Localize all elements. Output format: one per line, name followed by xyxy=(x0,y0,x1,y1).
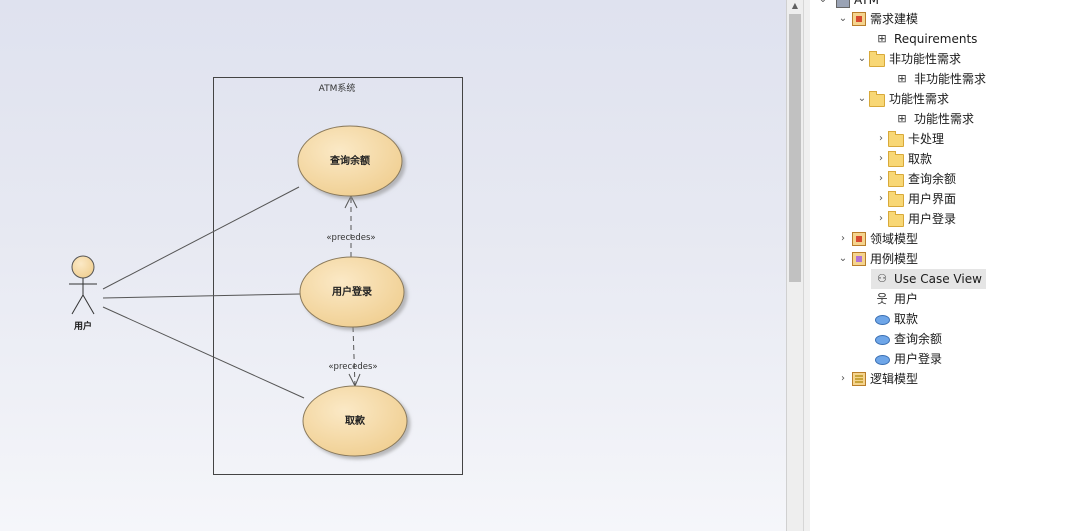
collapse-chevron-icon[interactable]: ⌄ xyxy=(857,93,867,104)
expand-chevron-icon[interactable]: › xyxy=(879,213,883,224)
tree-item-functional-diagram[interactable]: ⊞ 功能性需求 xyxy=(894,109,974,129)
diagram-vertical-scrollbar[interactable]: ▲ xyxy=(786,0,803,531)
usecase-icon xyxy=(874,331,890,347)
tree-item-label: 功能性需求 xyxy=(889,92,950,106)
tree-item-logic-model[interactable]: › 逻辑模型 xyxy=(836,369,918,389)
usecase-icon xyxy=(874,311,890,327)
expand-chevron-icon[interactable]: › xyxy=(879,173,883,184)
tree-item-withdraw-folder[interactable]: › 取款 xyxy=(874,149,932,169)
tree-item-label: 查询余额 xyxy=(894,332,943,346)
tree-item-actor-user[interactable]: 웃 用户 xyxy=(874,289,918,309)
model-root-icon xyxy=(834,0,850,8)
use-case-withdraw-label: 取款 xyxy=(345,414,366,427)
expand-chevron-icon[interactable]: ⌄ xyxy=(816,0,830,10)
folder-icon xyxy=(888,211,904,227)
system-boundary[interactable] xyxy=(213,77,463,475)
tree-item-usecase-withdraw[interactable]: 取款 xyxy=(874,309,918,329)
tree-item-label: 取款 xyxy=(894,312,919,326)
tree-item-nonfunctional-folder[interactable]: ⌄ 非功能性需求 xyxy=(855,49,961,69)
tree-item-label: 卡处理 xyxy=(908,132,945,146)
tree-item-label: Requirements xyxy=(894,32,978,46)
use-case-login-label: 用户登录 xyxy=(331,285,372,298)
tree-item-label: ATM xyxy=(854,0,879,7)
use-case-balance-label: 查询余额 xyxy=(329,154,370,167)
usecase-diagram-icon: ⚇ xyxy=(877,272,887,285)
association-balance[interactable] xyxy=(102,186,300,290)
folder-icon xyxy=(869,51,885,67)
tree-item-label: 查询余额 xyxy=(908,172,957,186)
tree-item-label: 取款 xyxy=(908,152,933,166)
scrollbar-thumb[interactable] xyxy=(789,14,801,282)
project-browser-tree: ⌄ ATM ⌄ 需求建模 ⊞ Requirements ⌄ 非功能性需求 ⊞ 非… xyxy=(810,0,1081,531)
collapse-chevron-icon[interactable]: ⌄ xyxy=(838,13,848,24)
dependency-label-top: «precedes» xyxy=(326,233,375,243)
association-login[interactable] xyxy=(102,293,301,299)
tree-item-requirements-model[interactable]: ⌄ 需求建模 xyxy=(836,9,918,29)
dependency-login-to-balance[interactable] xyxy=(344,194,358,257)
tree-item-balance-folder[interactable]: › 查询余额 xyxy=(874,169,956,189)
use-case-balance[interactable]: 查询余额 xyxy=(297,125,403,197)
tree-item-usecase-balance[interactable]: 查询余额 xyxy=(874,329,942,349)
collapse-chevron-icon[interactable]: ⌄ xyxy=(838,253,848,264)
tree-item-label: 用例模型 xyxy=(870,252,919,266)
tree-item-usecase-view[interactable]: ⚇ Use Case View xyxy=(871,269,986,289)
package-icon xyxy=(850,231,866,247)
tree-item-label: 非功能性需求 xyxy=(914,72,987,86)
usecase-icon xyxy=(874,351,890,367)
folder-icon xyxy=(869,91,885,107)
tree-item-usecase-model[interactable]: ⌄ 用例模型 xyxy=(836,249,918,269)
tree-item-nonfunctional-diagram[interactable]: ⊞ 非功能性需求 xyxy=(894,69,986,89)
requirement-diagram-icon: ⊞ xyxy=(897,112,907,125)
tree-item-label: 功能性需求 xyxy=(914,112,975,126)
use-case-login[interactable]: 用户登录 xyxy=(299,256,405,328)
tree-item-label: 用户界面 xyxy=(908,192,957,206)
diagram-canvas[interactable]: ATM系统 用户 «precedes» «precedes» xyxy=(0,0,786,531)
use-case-diagram: ATM系统 用户 «precedes» «precedes» xyxy=(69,77,463,475)
tree-item-domain-model[interactable]: › 领域模型 xyxy=(836,229,918,249)
tree-item-functional-folder[interactable]: ⌄ 功能性需求 xyxy=(855,89,949,109)
package-icon xyxy=(850,371,866,387)
package-icon xyxy=(850,251,866,267)
expand-chevron-icon[interactable]: › xyxy=(841,233,845,244)
tree-item-label: 非功能性需求 xyxy=(889,52,962,66)
panel-splitter[interactable] xyxy=(803,0,810,531)
requirement-diagram-icon: ⊞ xyxy=(877,32,887,45)
dependency-label-bottom: «precedes» xyxy=(328,362,377,372)
tree-item-label: Use Case View xyxy=(894,272,982,286)
package-icon xyxy=(850,11,866,27)
tree-item-label: 需求建模 xyxy=(870,12,919,26)
folder-icon xyxy=(888,171,904,187)
use-case-withdraw[interactable]: 取款 xyxy=(302,385,408,457)
expand-chevron-icon[interactable]: › xyxy=(841,373,845,384)
dependency-login-to-withdraw[interactable] xyxy=(348,326,361,388)
tree-item-label: 用户登录 xyxy=(894,352,943,366)
folder-icon xyxy=(888,131,904,147)
tree-root[interactable]: ⌄ ATM xyxy=(816,0,879,10)
expand-chevron-icon[interactable]: › xyxy=(879,193,883,204)
collapse-chevron-icon[interactable]: ⌄ xyxy=(857,53,867,64)
system-boundary-title: ATM系统 xyxy=(319,82,356,94)
tree-item-label: 用户登录 xyxy=(908,212,957,226)
requirement-diagram-icon: ⊞ xyxy=(897,72,907,85)
actor-user[interactable]: 用户 xyxy=(69,255,97,332)
tree-item-requirements-diagram[interactable]: ⊞ Requirements xyxy=(874,29,977,49)
tree-item-ui-folder[interactable]: › 用户界面 xyxy=(874,189,956,209)
expand-chevron-icon[interactable]: › xyxy=(879,133,883,144)
tree-item-label: 逻辑模型 xyxy=(870,372,919,386)
scroll-up-arrow-icon[interactable]: ▲ xyxy=(791,1,799,10)
folder-icon xyxy=(888,191,904,207)
actor-icon: 웃 xyxy=(876,292,888,306)
tree-item-login-folder[interactable]: › 用户登录 xyxy=(874,209,956,229)
actor-label: 用户 xyxy=(73,320,92,332)
tree-item-label: 领域模型 xyxy=(870,232,919,246)
tree-item-usecase-login[interactable]: 用户登录 xyxy=(874,349,942,369)
association-withdraw[interactable] xyxy=(102,306,305,399)
tree-item-card-folder[interactable]: › 卡处理 xyxy=(874,129,944,149)
tree-item-label: 用户 xyxy=(894,292,919,306)
expand-chevron-icon[interactable]: › xyxy=(879,153,883,164)
folder-icon xyxy=(888,151,904,167)
